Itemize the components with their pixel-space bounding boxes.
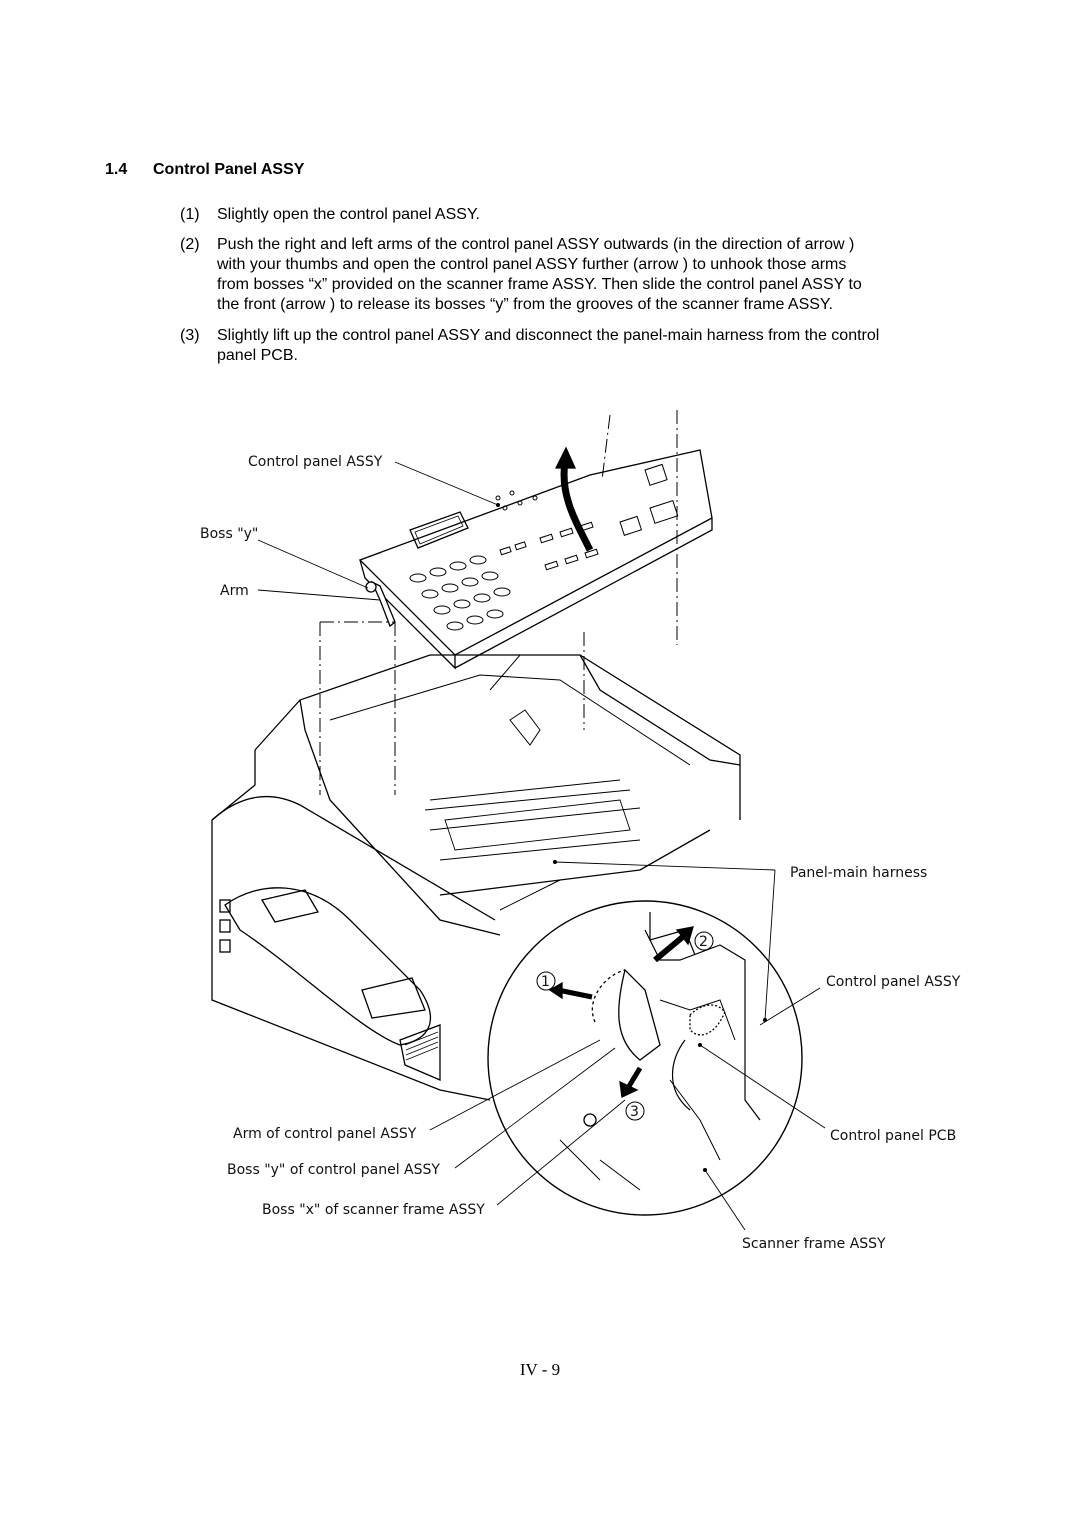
step-2: (2) Push the right and left arms of the … (180, 235, 980, 315)
label-control-panel-assy-detail: Control panel ASSY (826, 974, 961, 990)
label-control-panel-assy: Control panel ASSY (248, 454, 383, 470)
detail-zoom-drawing: 1 2 3 (487, 879, 803, 1216)
step-text-line: with your thumbs and open the control pa… (217, 256, 847, 273)
label-control-panel-pcb: Control panel PCB (830, 1128, 956, 1144)
step-text-line: Slightly lift up the control panel ASSY … (217, 327, 880, 344)
label-scanner-frame-assy: Scanner frame ASSY (742, 1236, 886, 1252)
label-panel-main-harness: Panel-main harness (790, 865, 927, 881)
step-text-line: Push the right and left arms of the cont… (217, 236, 855, 253)
label-boss-y-of-control-panel: Boss "y" of control panel ASSY (227, 1162, 440, 1178)
step-text-line: Slightly open the control panel ASSY. (217, 206, 480, 223)
step-text-line: panel PCB. (217, 347, 298, 364)
step-text-line: the front (arrow ) to release its bosses… (217, 296, 833, 313)
label-boss-y: Boss "y" (200, 526, 258, 542)
callout-3: 3 (630, 1104, 639, 1120)
step-1: (1) Slightly open the control panel ASSY… (180, 205, 980, 225)
callout-2: 2 (699, 934, 708, 950)
step-3: (3) Slightly lift up the control panel A… (180, 326, 980, 366)
exploded-diagram: 1 2 3 Control panel ASSY Boss "y" Arm Pa… (200, 410, 961, 1252)
label-arm-of-control-panel: Arm of control panel ASSY (233, 1126, 417, 1142)
page-number: IV - 9 (519, 1360, 561, 1379)
label-boss-x-of-scanner-frame: Boss "x" of scanner frame ASSY (262, 1202, 485, 1218)
control-panel-assy-drawing (358, 446, 713, 670)
section-heading: 1.4 Control Panel ASSY (105, 161, 304, 179)
section-title: Control Panel ASSY (153, 161, 305, 178)
machine-body-drawing (211, 654, 741, 1101)
callout-1: 1 (541, 974, 550, 990)
step-number: (1) (180, 206, 200, 223)
section-number: 1.4 (105, 161, 128, 178)
step-number: (2) (180, 236, 200, 253)
label-arm: Arm (220, 583, 249, 599)
step-number: (3) (180, 327, 200, 344)
step-text-line: from bosses “x” provided on the scanner … (217, 276, 862, 293)
